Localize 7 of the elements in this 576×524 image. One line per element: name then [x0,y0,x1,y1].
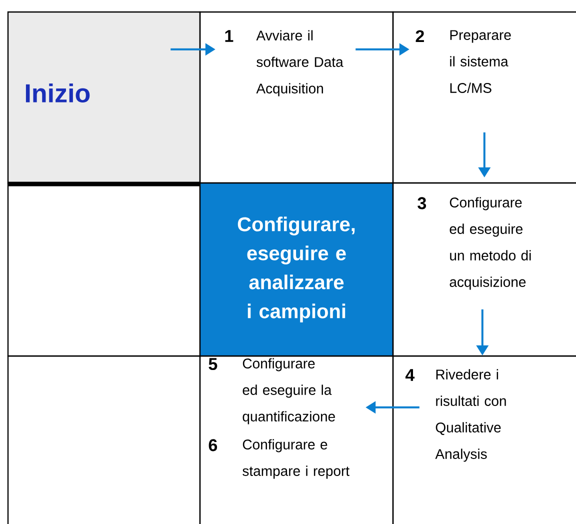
step-cell: 2 Preparare il sistema LC/MS [392,11,576,184]
step-cell: 3 Configurare ed eseguire un metodo di acquisizione [392,182,576,357]
step-cell: 5 Configurare ed eseguire la quantificazione 6 Configurare e stampare i report [199,355,394,524]
step-cell: 4 Rivedere i risultati con Qualitative Analysis [392,355,576,524]
start-cell: Inizio [7,11,201,184]
empty-cell [7,355,201,524]
title-cell: Configurare, eseguire e analizzare i campioni [199,182,394,357]
